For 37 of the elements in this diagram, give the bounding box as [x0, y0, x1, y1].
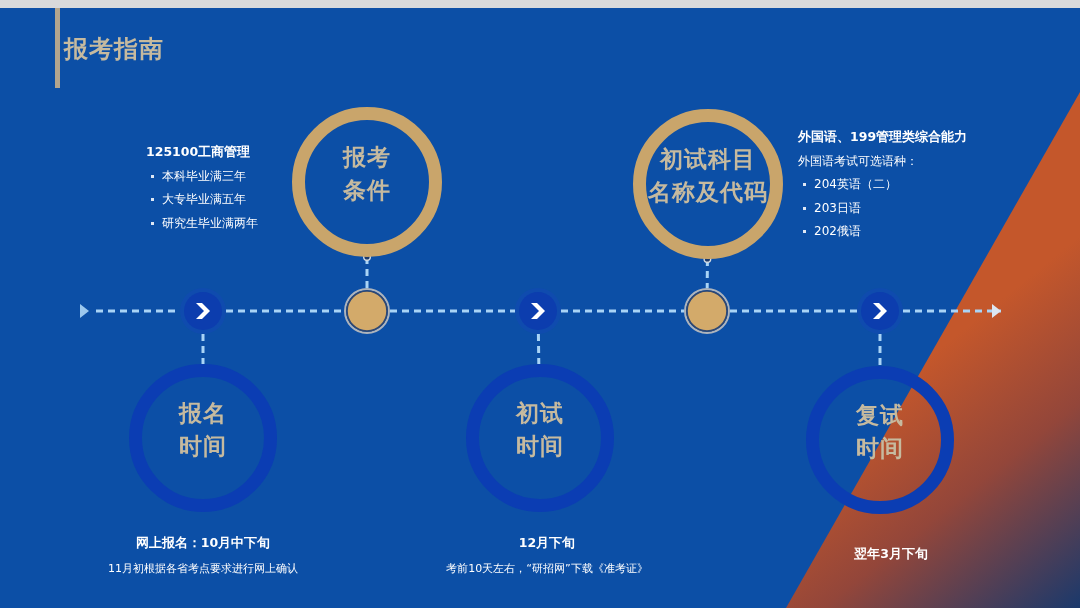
list-heading: 125100工商管理: [146, 144, 251, 162]
step-ring: [292, 107, 442, 257]
connector-line: [536, 333, 541, 365]
step-ring: [633, 109, 783, 259]
timeline-line: [390, 309, 515, 313]
title: 报考指南: [64, 34, 164, 65]
step-ring: [129, 364, 277, 512]
list-item: 203日语: [814, 199, 861, 217]
timeline-line: [903, 304, 1001, 318]
timeline-line: [561, 309, 684, 313]
note-text: 11月初根据各省考点要求进行网上确认: [108, 561, 298, 576]
date-text: 12月下旬: [518, 535, 576, 552]
connector-line: [201, 334, 205, 364]
timeline-dot-icon: [684, 288, 730, 334]
step-ring: [466, 364, 614, 512]
list-item: 202俄语: [814, 223, 861, 241]
chevron-icon: [180, 288, 226, 334]
date-text: 网上报名：10月中下旬: [135, 535, 271, 552]
list-item: 204英语（二）: [814, 176, 897, 194]
timeline-line: [226, 309, 344, 313]
note-text: 考前10天左右，“研招网”下载《准考证》: [446, 561, 648, 576]
list-item: 大专毕业满五年: [162, 191, 246, 209]
date-text: 翌年3月下旬: [854, 546, 928, 563]
chevron-icon: [515, 288, 561, 334]
list-item: 研究生毕业满两年: [162, 214, 258, 232]
step-ring: [806, 366, 954, 514]
step-title: 报考条件: [343, 142, 391, 205]
list-intro: 外国语考试可选语种：: [798, 152, 918, 170]
timeline-dot-icon: [344, 288, 390, 334]
chevron-icon: [857, 288, 903, 334]
step-title: 报名时间: [179, 398, 227, 461]
step-title: 初试时间: [516, 398, 564, 461]
timeline-line: [730, 309, 857, 313]
step-title: 初试科目名称及代码: [648, 144, 768, 207]
connector-line: [878, 334, 882, 366]
list-item: 本科毕业满三年: [162, 167, 246, 185]
list-heading: 外国语、199管理类综合能力: [798, 129, 968, 147]
